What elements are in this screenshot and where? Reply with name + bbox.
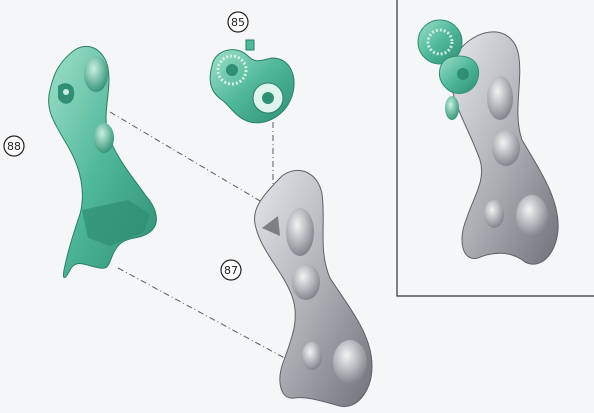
callout-88-label: 88 <box>7 140 21 153</box>
callout-87: 87 <box>221 260 241 280</box>
callout-85-label: 85 <box>231 16 245 29</box>
callout-88: 88 <box>4 136 24 156</box>
callout-87-label: 87 <box>224 264 238 277</box>
callout-85: 85 <box>228 12 248 32</box>
